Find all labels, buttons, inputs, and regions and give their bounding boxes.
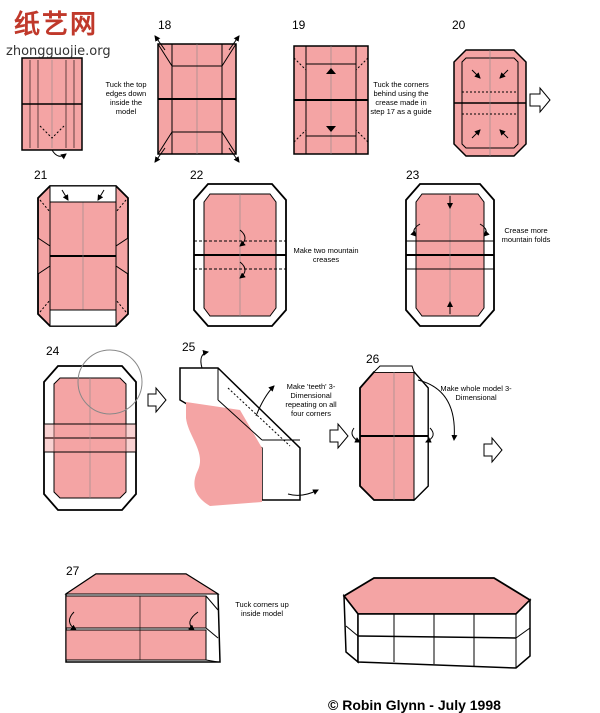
step-26-figure xyxy=(351,365,503,502)
finished-model-figure xyxy=(342,577,532,669)
step-number-26: 26 xyxy=(366,352,380,366)
step-number-21: 21 xyxy=(34,168,48,182)
note-step-19: Tuck the corners behind using the crease… xyxy=(370,80,432,116)
step-23-figure xyxy=(405,183,495,327)
step-number-22: 22 xyxy=(190,168,204,182)
step-number-23: 23 xyxy=(406,168,420,182)
step-24-figure xyxy=(43,349,167,511)
credit-line: © Robin Glynn - July 1998 xyxy=(328,697,501,713)
note-step-22: Make two mountain creases xyxy=(293,246,359,264)
step-20-figure xyxy=(453,49,551,157)
step-number-20: 20 xyxy=(452,18,466,32)
note-step-17: Tuck the top edges down inside the model xyxy=(105,80,147,116)
watermark-brand: 纸艺网 xyxy=(14,10,99,40)
step-number-18: 18 xyxy=(158,18,172,32)
step-22-figure xyxy=(193,183,287,327)
step-18-figure xyxy=(154,35,240,163)
step-number-27: 27 xyxy=(66,564,80,578)
step-number-19: 19 xyxy=(292,18,306,32)
step-number-25: 25 xyxy=(182,340,196,354)
note-step-23: Crease more mountain folds xyxy=(501,226,551,244)
step-27-figure xyxy=(64,573,221,663)
step-19-figure xyxy=(293,45,369,155)
note-step-27: Tuck corners up inside model xyxy=(235,600,289,618)
step-21-figure xyxy=(37,185,129,327)
step-number-24: 24 xyxy=(46,344,60,358)
note-step-26: Make whole model 3-Dimensional xyxy=(440,384,512,402)
note-step-25: Make 'teeth' 3-Dimensional repeating on … xyxy=(285,382,337,418)
step-25-figure xyxy=(179,350,349,506)
step-17-figure xyxy=(21,57,83,160)
watermark-url: zhongguojie.org xyxy=(6,44,111,59)
